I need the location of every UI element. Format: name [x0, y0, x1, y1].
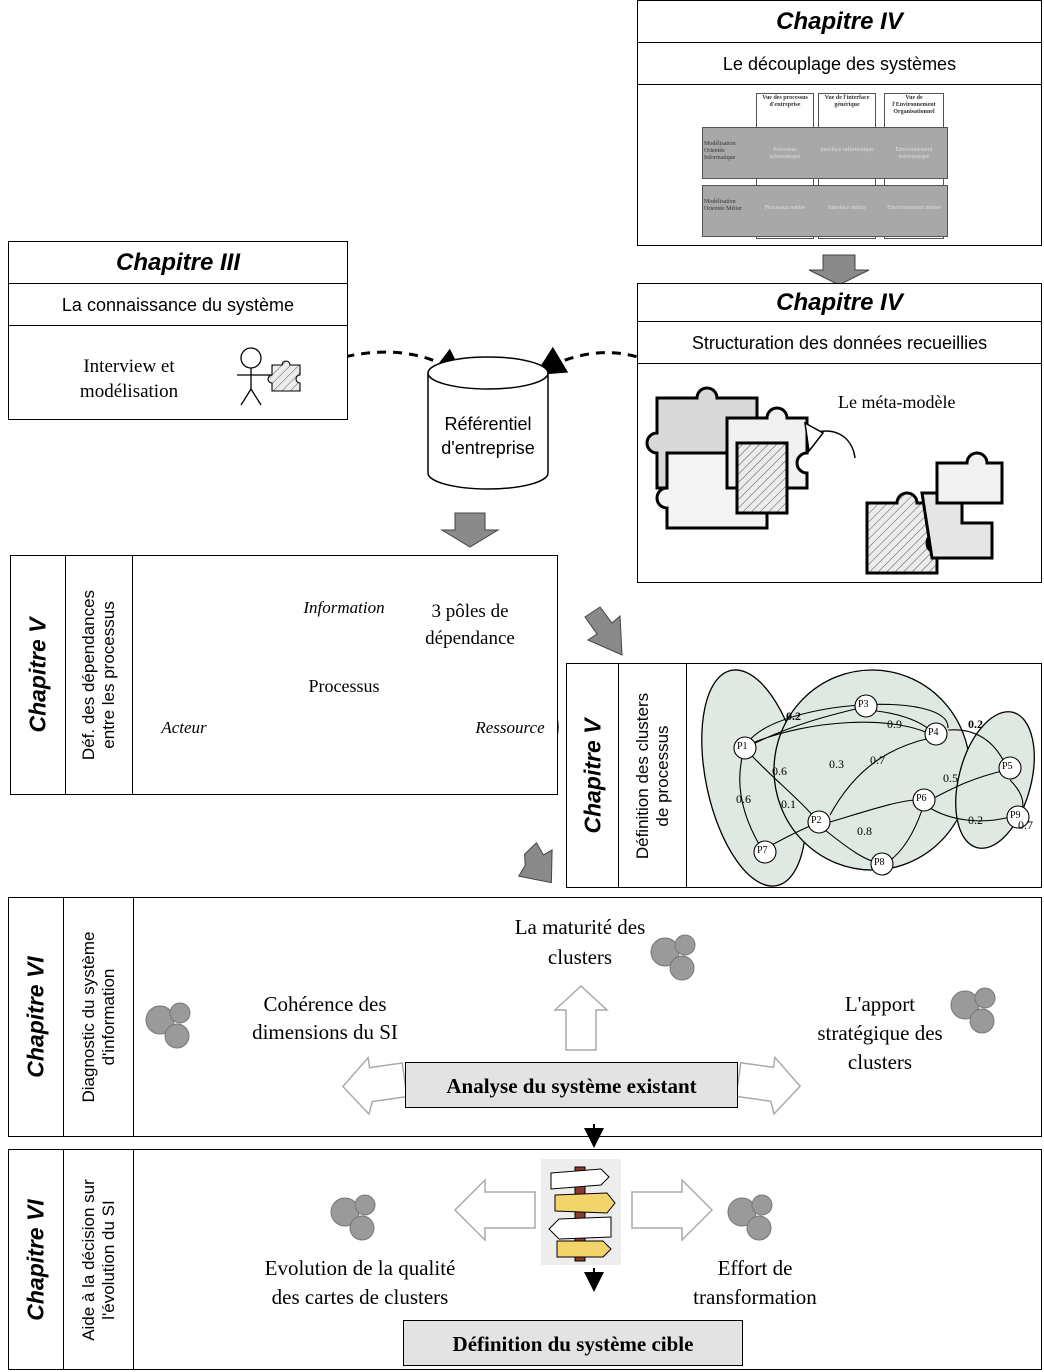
- diagonal-arrow-icon: [584, 606, 623, 656]
- edge-weight: 0.7: [870, 753, 885, 767]
- graph-node: P4: [928, 727, 939, 738]
- chapter-title: Chapitre VI: [22, 956, 49, 1078]
- chapter-subtitle: Le découplage des systèmes: [638, 43, 1041, 85]
- down-arrow-icon: [440, 512, 500, 548]
- edge-weight: 0.6: [736, 792, 751, 806]
- col-header: Vue de l'interface générique: [824, 95, 870, 108]
- dependence-note: 3 pôles de dépendance: [425, 601, 515, 649]
- edge-weight: 0.7: [1018, 818, 1033, 832]
- chapter-5-dependencies-box: Chapitre V Déf. des dépendances entre le…: [10, 555, 558, 795]
- processus-label: Processus: [308, 676, 380, 696]
- pole-label-acteur: Acteur: [161, 718, 207, 737]
- pole-label-ressource: Ressource: [475, 718, 545, 737]
- gear-icon: [650, 934, 696, 981]
- repository-label: Référentiel d'entreprise: [441, 414, 535, 458]
- coherence-label: Cohérence des dimensions du SI: [252, 992, 398, 1044]
- gear-icon: [330, 1194, 376, 1241]
- row-label: Modélisation Orientée Métier: [704, 199, 743, 212]
- right-outline-arrow-icon: [631, 1178, 714, 1242]
- repository-cylinder: [427, 356, 549, 490]
- gear-icon: [727, 1194, 773, 1241]
- puzzle-icon: [645, 386, 1004, 575]
- edge-weight: 0.2: [968, 813, 983, 827]
- chapter-title: Chapitre IV: [638, 284, 1041, 322]
- person-with-puzzle-icon: [237, 347, 301, 406]
- pole-label-information: Information: [303, 598, 385, 617]
- graph-node: P6: [916, 793, 927, 804]
- chapter-description: Définition des clusters de processus: [632, 692, 672, 859]
- edge-weight: 0.1: [781, 797, 796, 811]
- graph-node: P8: [874, 857, 885, 868]
- chapter-title: Chapitre V: [579, 717, 605, 834]
- graph-node: P5: [1002, 761, 1013, 772]
- edge-weight: 0.9: [887, 717, 902, 731]
- gear-icon: [950, 987, 996, 1034]
- col-header: Vue de l'Environnement Organisationnel: [892, 95, 936, 115]
- interview-text: Interview et modélisation: [79, 356, 179, 402]
- edge-weight: 0.6: [772, 764, 787, 778]
- chapter-subtitle: Structuration des données recueillies: [638, 322, 1041, 364]
- matrix-row: [702, 127, 948, 179]
- down-arrow-icon: [808, 254, 870, 286]
- graph-node: P1: [737, 741, 748, 752]
- graph-node: P7: [757, 845, 768, 856]
- maturity-label: La maturité des clusters: [514, 915, 646, 969]
- graph-node: P9: [1010, 810, 1021, 821]
- gear-icon: [145, 1002, 191, 1049]
- chapter-title: Chapitre VI: [22, 1198, 49, 1321]
- graph-node: P2: [811, 815, 822, 826]
- chapter-5-clusters-box: Chapitre V Définition des clusters de pr…: [566, 663, 1042, 888]
- edge-weight: 0.2: [786, 709, 801, 723]
- right-outline-arrow-icon: [735, 1055, 802, 1116]
- col-header: Vue des processus d'entreprise: [762, 95, 808, 108]
- decoupling-matrix: Vue des processus d'entreprise Vue de l'…: [638, 85, 1040, 245]
- left-outline-arrow-icon: [341, 1055, 408, 1116]
- cluster-graph: [701, 669, 1035, 887]
- chapter-6-diagnostic-box: Chapitre VI Diagnostic du système d'info…: [8, 897, 1042, 1137]
- row-label: Modélisation Orientée Informatique: [704, 141, 736, 161]
- chapter-subtitle: La connaissance du système: [9, 284, 347, 326]
- edge-weight: 0.3: [829, 757, 844, 771]
- chapter-description: Diagnostic du système d'information: [78, 931, 118, 1103]
- chapter-4-decoupling-box: Chapitre IV Le découplage des systèmes V…: [637, 0, 1042, 246]
- transformation-effort-label: Effort de transformation: [693, 1256, 817, 1309]
- chapter-description: Aide à la décision sur l'évolution du SI: [78, 1178, 118, 1341]
- existing-system-analysis-box: Analyse du système existant: [405, 1062, 738, 1108]
- edge-weight: 0.8: [857, 824, 872, 838]
- target-system-box: Définition du système cible: [403, 1320, 743, 1366]
- chapter-6-decision-box: Chapitre VI Aide à la décision sur l'évo…: [8, 1149, 1042, 1370]
- signpost-icon: [541, 1159, 621, 1265]
- edge-weight: 0.2: [968, 717, 983, 731]
- graph-node: P3: [858, 699, 869, 710]
- chapter-title: Chapitre III: [9, 242, 347, 284]
- meta-model-label: Le méta-modèle: [838, 392, 956, 412]
- edge-weight: 0.5: [943, 771, 958, 785]
- diagonal-arrow-icon: [517, 842, 553, 884]
- up-outline-arrow-icon: [553, 984, 609, 1051]
- matrix-row: [702, 185, 948, 237]
- strategic-label: L'apport stratégique des clusters: [817, 992, 943, 1074]
- chapter-title: Chapitre IV: [638, 1, 1041, 43]
- chapter-description: Déf. des dépendances entre les processus: [79, 589, 118, 761]
- chapter-3-box: Chapitre III La connaissance du système …: [8, 241, 348, 420]
- chapter-title: Chapitre V: [24, 617, 51, 733]
- left-outline-arrow-icon: [453, 1178, 536, 1242]
- quality-evolution-label: Evolution de la qualité des cartes de cl…: [264, 1256, 456, 1309]
